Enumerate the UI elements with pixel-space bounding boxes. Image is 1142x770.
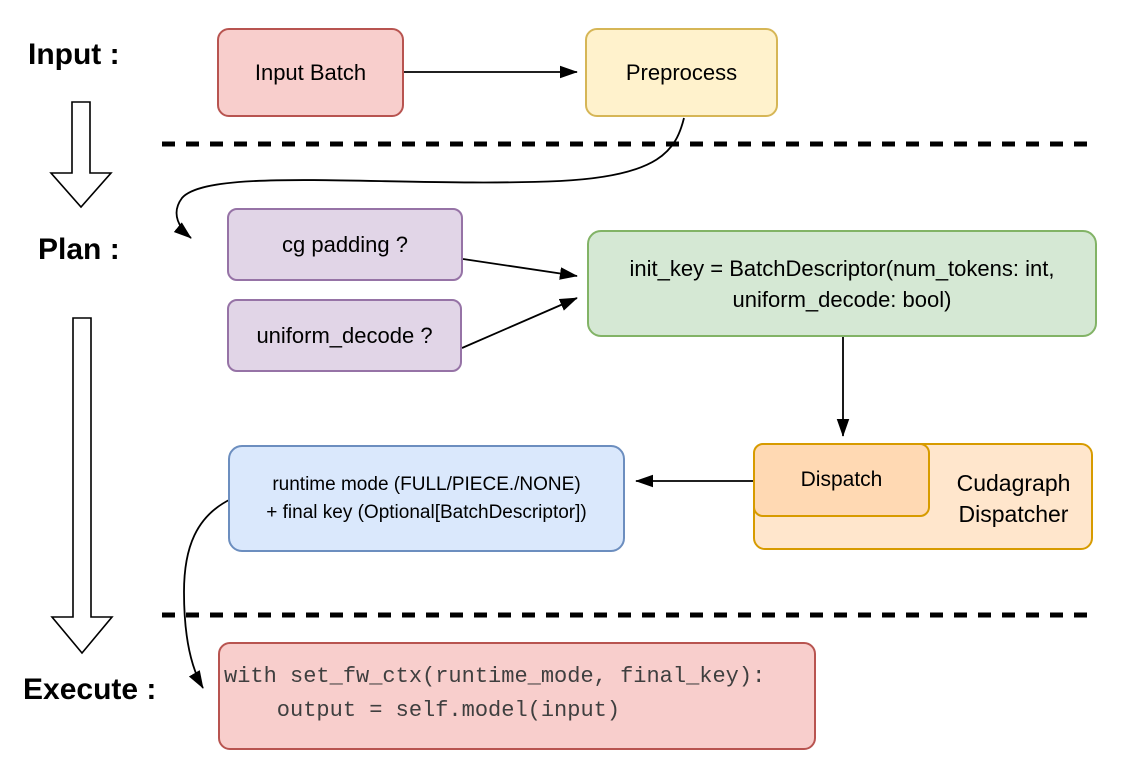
node-preprocess-label: Preprocess (625, 59, 738, 85)
big-down-arrow-input-to-plan (49, 101, 113, 209)
node-execute-code-line2: output = self.model(input) (224, 698, 621, 723)
section-label-input: Input : (28, 38, 120, 71)
big-down-arrow-plan-to-execute (50, 317, 114, 655)
node-cg-padding: cg padding ? (227, 208, 463, 281)
node-input-batch-label: Input Batch (254, 59, 367, 85)
node-uniform-decode-label: uniform_decode ? (256, 322, 433, 348)
node-preprocess: Preprocess (585, 28, 778, 117)
node-dispatch: Dispatch (753, 443, 930, 517)
node-cudagraph-dispatcher-line1: Cudagraph (956, 469, 1071, 496)
section-label-plan: Plan : (38, 233, 120, 266)
arrow-cg-padding-to-init-key (462, 258, 578, 280)
section-label-execute: Execute : (23, 673, 157, 706)
node-init-key: init_key = BatchDescriptor(num_tokens: i… (587, 230, 1097, 337)
node-input-batch: Input Batch (217, 28, 404, 117)
node-cudagraph-dispatcher-label: Cudagraph Dispatcher (932, 445, 1095, 552)
node-cudagraph-dispatcher-line2: Dispatcher (958, 500, 1069, 527)
node-runtime-mode: runtime mode (FULL/PIECE./NONE) + final … (228, 445, 625, 552)
node-execute-code: with set_fw_ctx(runtime_mode, final_key)… (218, 642, 816, 750)
node-uniform-decode: uniform_decode ? (227, 299, 462, 372)
node-init-key-line2: uniform_decode: bool) (732, 286, 952, 312)
node-runtime-mode-line2: + final key (Optional[BatchDescriptor]) (266, 501, 587, 523)
node-execute-code-line1: with set_fw_ctx(runtime_mode, final_key)… (224, 664, 766, 689)
node-cg-padding-label: cg padding ? (282, 231, 408, 257)
node-runtime-mode-line1: runtime mode (FULL/PIECE./NONE) (272, 473, 581, 495)
arrow-uniform-decode-to-init-key (461, 297, 578, 349)
node-init-key-line1: init_key = BatchDescriptor(num_tokens: i… (629, 255, 1055, 281)
node-dispatch-label: Dispatch (800, 467, 883, 491)
